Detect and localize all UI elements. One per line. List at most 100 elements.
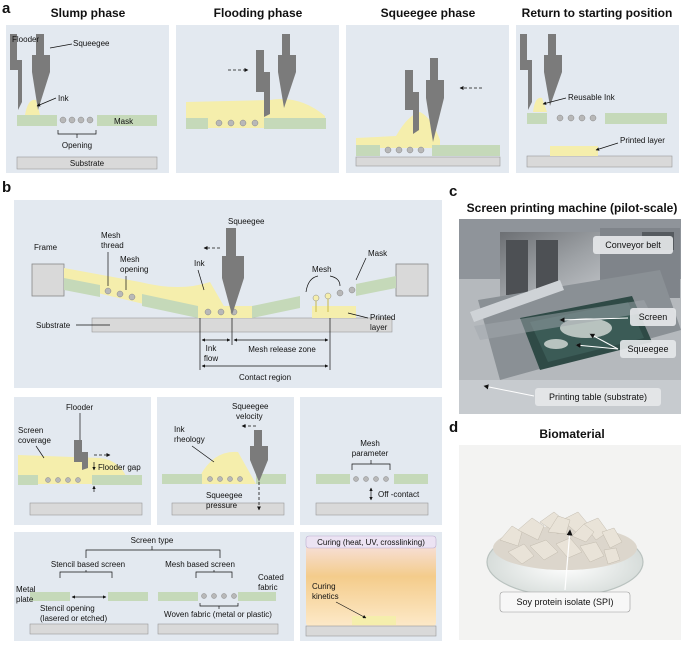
flooder-label: Flooder [66,403,93,412]
opening-label: Opening [62,141,92,150]
mesh-mask-left [158,592,198,601]
screen-label-box [630,308,676,326]
mask-left [18,475,38,485]
c-title: Screen printing machine (pilot-scale) [467,201,678,215]
squeegee-pressure-label-2: pressure [206,501,238,510]
flooder-label: Flooder [12,35,39,44]
coated-fabric-label-2: fabric [258,583,278,592]
contact-region-label: Contact region [239,373,291,382]
printed-layer [352,616,396,625]
mask-right [256,474,286,484]
panel-bg [6,25,169,173]
flooder-gap-label: Flooder gap [98,463,141,472]
mesh-dots [215,119,259,127]
printed-layer-label-2: layer [370,323,388,332]
printed-layer [550,146,598,156]
flooder-tool [520,34,532,110]
mask-left [316,474,350,484]
printed-layer [312,306,356,318]
squeegee-tool [278,34,296,108]
phase-return: Return to starting position Reusable Ink… [516,6,679,173]
substrate [171,502,285,516]
curing-kinetics-label-2: kinetics [312,592,339,601]
substrate [305,625,437,637]
spi-label: Soy protein isolate (SPI) [516,597,613,607]
squeegee-tool [544,34,562,106]
phase-flooding: Flooding phase [176,6,339,173]
mesh-dots [59,116,94,124]
mask-left [356,145,380,156]
screen-coverage-label-2: coverage [18,436,51,445]
screen-type-label: Screen type [131,536,174,545]
mesh-thread-label: Mesh [101,231,121,240]
mesh-dots [104,286,356,316]
arrow-icon [575,342,619,350]
mask-left [162,474,202,484]
mesh-dots [45,477,81,483]
mesh-parameter-label: Mesh [360,439,380,448]
mesh-dots [353,476,389,482]
panel-bg [176,25,339,173]
mask-left-2 [142,294,198,318]
arrow-icon [595,142,619,151]
b-sub-squeegee: Squeegee velocity Ink rheology Squeegee … [157,397,294,525]
squeegee-tool [250,430,268,482]
substrate [355,156,501,167]
substrate [526,155,673,168]
mask-label: Mask [114,117,134,126]
mask-label: Mask [368,249,388,258]
b-sub-mesh: Mesh parameter Off -contact [300,397,442,525]
mask-right [432,145,500,156]
mesh-screen-label: Mesh based screen [165,560,235,569]
table-label-box [535,388,661,406]
arrow-icon [335,601,367,619]
mask-right [92,475,142,485]
mask-left-1 [64,278,100,297]
stencil-opening-label: Stencil opening [40,604,95,613]
b-sub-flooder: Flooder Screen coverage Flooder gap [14,397,151,525]
mesh-thread-label-2: thread [101,241,124,250]
ink-rheology-label: Ink [174,425,186,434]
phase-squeegee: Squeegee phase [346,6,509,173]
mesh-dots [207,476,243,482]
arrow-icon [36,97,57,107]
flooder-tool [256,50,270,117]
printed-layer-label: Printed [370,313,395,322]
reusable-ink-label: Reusable Ink [568,93,616,102]
curing-header [305,535,437,549]
flooder-tool [74,440,88,470]
curing-kinetics-label: Curing [312,582,336,591]
squeegee-pressure-label: Squeegee [206,491,243,500]
squeegee-label: Squeegee [228,217,265,226]
substrate-label: Substrate [70,159,105,168]
ink-blob [533,97,547,112]
squeegee-tool [32,34,50,110]
squeegee-velocity-label-2: velocity [236,412,263,421]
arrow-icon [542,97,567,105]
substrate [29,502,143,516]
flooder-tool [405,70,419,134]
substrate [315,502,429,516]
metal-plate-label: Metal [16,585,36,594]
frame-right [395,263,429,297]
mesh-dots [556,114,597,122]
squeegee-velocity-label: Squeegee [232,402,269,411]
mesh-substrate [157,623,279,635]
table-label: Printing table (substrate) [549,392,647,402]
panel-letter-a: a [2,0,11,17]
squeegee-tool [426,58,444,142]
mask-left [186,118,208,129]
ink-flow-label-2: flow [204,354,218,363]
mesh-opening-label: Mesh [120,255,140,264]
stencil-substrate [29,623,149,635]
mask-right-1 [252,296,300,318]
ink-blob [200,451,256,484]
panel-letter-d: d [449,419,458,436]
metal-plate-label-2: plate [16,595,34,604]
phase-title: Squeegee phase [381,6,476,20]
mask-right [264,118,326,129]
arrow-icon [559,317,629,323]
mesh-parameter-label-2: parameter [352,449,389,458]
frame-label: Frame [34,243,58,252]
stencil-mask-left [30,592,70,601]
